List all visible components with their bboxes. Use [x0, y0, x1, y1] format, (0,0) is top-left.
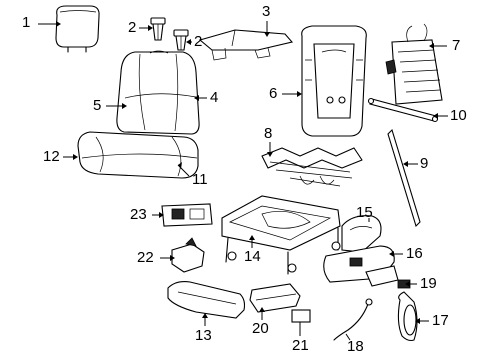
seat-back-frame-part: [301, 25, 367, 137]
callout-2-right: 2: [194, 33, 203, 50]
motor-block-part: [171, 237, 205, 273]
control-module-part: [249, 283, 301, 313]
callout-15: 15: [356, 204, 373, 221]
headrest-part: [55, 5, 100, 53]
callout-22: 22: [137, 249, 154, 266]
callout-13: 13: [195, 327, 212, 344]
headrest-guide-left-part: [150, 17, 166, 41]
callout-11: 11: [192, 171, 208, 188]
headrest-guide-right-part: [173, 29, 189, 51]
callout-10: 10: [450, 107, 467, 124]
seat-back-cover-part: [116, 50, 200, 135]
callout-23: 23: [130, 206, 147, 223]
callout-9: 9: [420, 155, 429, 172]
callout-8: 8: [264, 125, 273, 142]
switch-bezel-part: [365, 265, 399, 287]
callout-17: 17: [432, 312, 449, 329]
lumbar-support-part: [385, 23, 443, 105]
callout-16: 16: [406, 245, 423, 262]
callout-20: 20: [252, 320, 269, 337]
trim-strip-part: [387, 128, 421, 228]
seat-cushion-cover-part: [77, 131, 199, 179]
switch-module-part: [161, 203, 213, 227]
callout-2-left: 2: [128, 19, 137, 36]
callout-3: 3: [262, 3, 271, 20]
callout-12: 12: [43, 148, 60, 165]
side-shield-part: [167, 281, 246, 319]
callout-1: 1: [22, 14, 31, 31]
callout-21: 21: [292, 337, 309, 354]
leader-lines: [38, 21, 448, 341]
seat-spring-part: [261, 147, 363, 187]
callout-7: 7: [452, 37, 461, 54]
callout-18: 18: [347, 338, 364, 355]
callout-6: 6: [269, 85, 278, 102]
back-bracket-part: [198, 29, 294, 61]
small-block-part: [291, 309, 311, 323]
callout-19: 19: [420, 275, 437, 292]
callout-5: 5: [93, 97, 102, 114]
knob-part: [397, 291, 418, 342]
callout-4: 4: [210, 89, 219, 106]
cable-part: [333, 298, 373, 341]
callout-14: 14: [244, 248, 261, 265]
seat-track-frame-part: [221, 195, 341, 275]
